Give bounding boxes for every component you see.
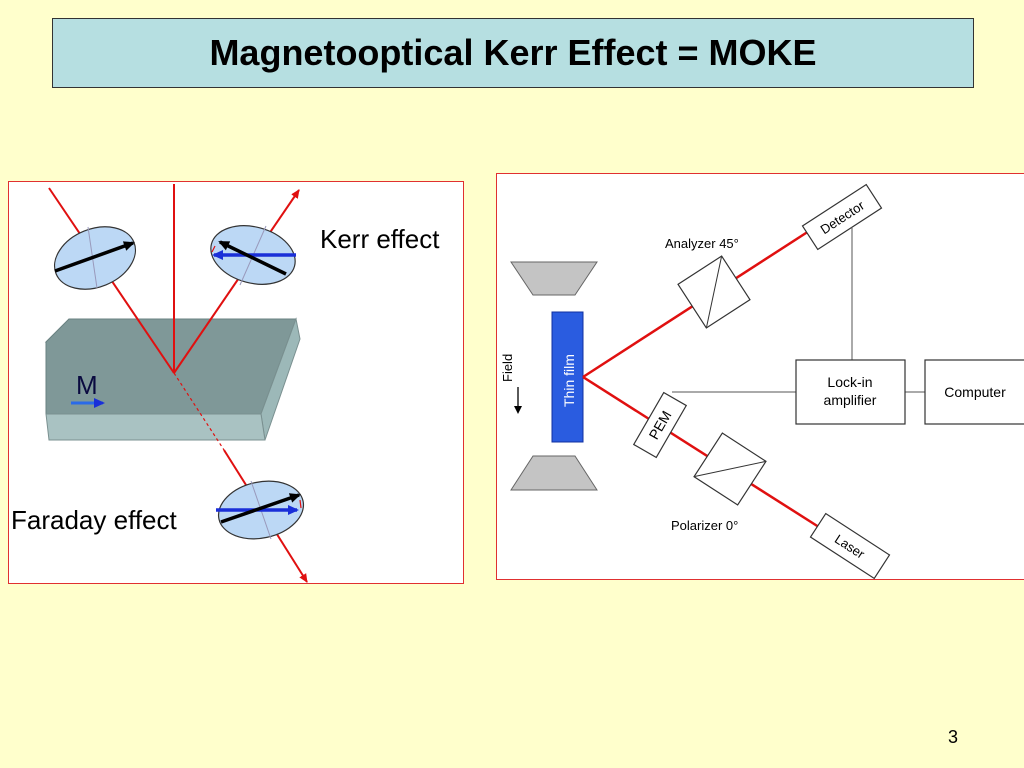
title-box: Magnetooptical Kerr Effect = MOKE [52,18,974,88]
reflected-beam [173,189,300,374]
faraday-polarization-ellipse [216,480,305,540]
kerr-faraday-diagram: M Kerr effect Faraday effect [11,184,440,583]
analyzer [677,255,751,329]
kerr-black-arrow-icon [218,240,287,276]
laser: Laser [809,512,891,580]
kerr-faraday-panel: M Kerr effect Faraday effect [8,181,464,584]
computer-label: Computer [944,384,1006,400]
incident-beam-path [582,375,823,531]
thin-film [551,311,584,443]
polarizer [693,432,767,506]
faraday-rotation-mark [299,499,302,509]
faraday-effect-label: Faraday effect [11,505,178,535]
analyzer-label: Analyzer 45° [665,236,739,251]
lockin-label-line2: amplifier [824,392,877,408]
slide-title: Magnetooptical Kerr Effect = MOKE [209,32,817,73]
lockin-label-line1: Lock-in [827,374,872,390]
pem-modulator: PEM [632,391,688,459]
moke-setup-panel: Field Thin film Analyzer 45° Detector PE… [496,173,1024,580]
polarizer-label: Polarizer 0° [671,518,738,533]
kerr-rotation-mark [211,245,216,253]
thin-film-label: Thin film [561,354,577,407]
upper-magnet-pole [510,261,598,296]
detector: Detector [801,183,883,251]
lower-magnet-pole [510,455,598,491]
magnetization-label: M [76,370,98,400]
computer: Computer [924,359,1024,425]
page-number: 3 [948,727,959,747]
moke-setup-diagram: Field Thin film Analyzer 45° Detector PE… [500,183,1024,580]
lockin-amplifier: Lock-in amplifier [795,359,906,425]
kerr-effect-label: Kerr effect [320,224,440,254]
kerr-polarization-ellipse [210,225,296,286]
polarization-arrow-icon [54,241,135,273]
sample-slab [44,317,301,441]
incident-polarization-ellipse [53,226,137,290]
field-label: Field [500,354,515,382]
faraday-black-arrow-icon [220,493,301,524]
